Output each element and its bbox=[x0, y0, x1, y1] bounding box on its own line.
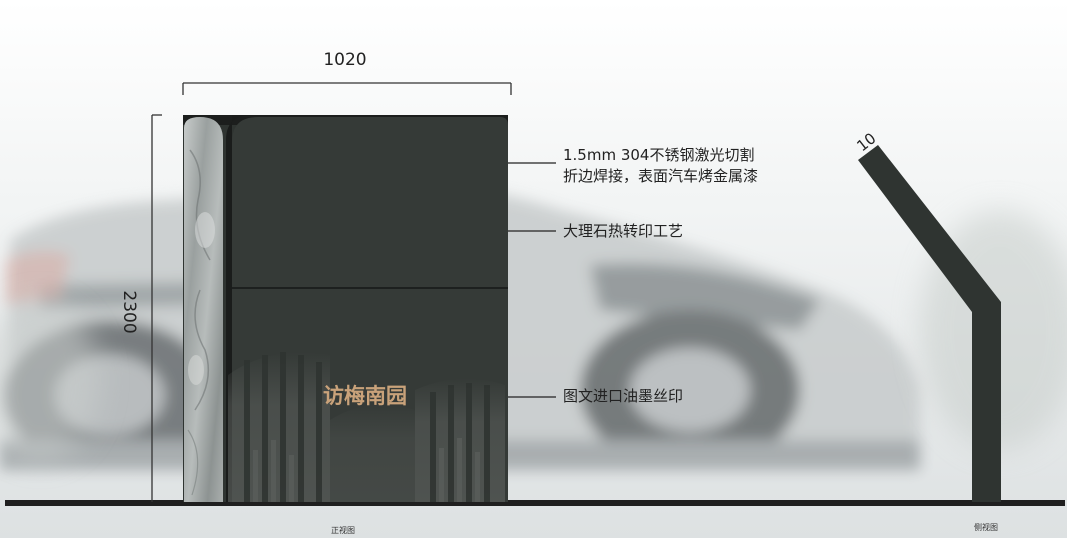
callout-material-line1: 1.5mm 304不锈钢激光切割 bbox=[563, 146, 754, 164]
front-view-caption: 正视图 bbox=[331, 525, 355, 535]
width-dimension bbox=[182, 82, 512, 95]
side-view-profile bbox=[858, 145, 1001, 502]
callout-leaders bbox=[508, 162, 556, 398]
callout-material-line2: 折边焊接，表面汽车烤金属漆 bbox=[563, 167, 758, 185]
sign-name-text: 访梅南园 bbox=[323, 384, 407, 408]
height-dimension bbox=[151, 114, 162, 502]
side-view-caption: 侧视图 bbox=[974, 522, 998, 532]
ground-line bbox=[5, 500, 1065, 506]
width-label: 1020 bbox=[323, 50, 366, 70]
height-label: 2300 bbox=[119, 290, 139, 333]
decor-stripes bbox=[228, 352, 505, 502]
callout-marble: 大理石热转印工艺 bbox=[563, 222, 683, 240]
marble-strip-icon bbox=[184, 117, 223, 502]
callout-print: 图文进口油墨丝印 bbox=[563, 387, 683, 405]
